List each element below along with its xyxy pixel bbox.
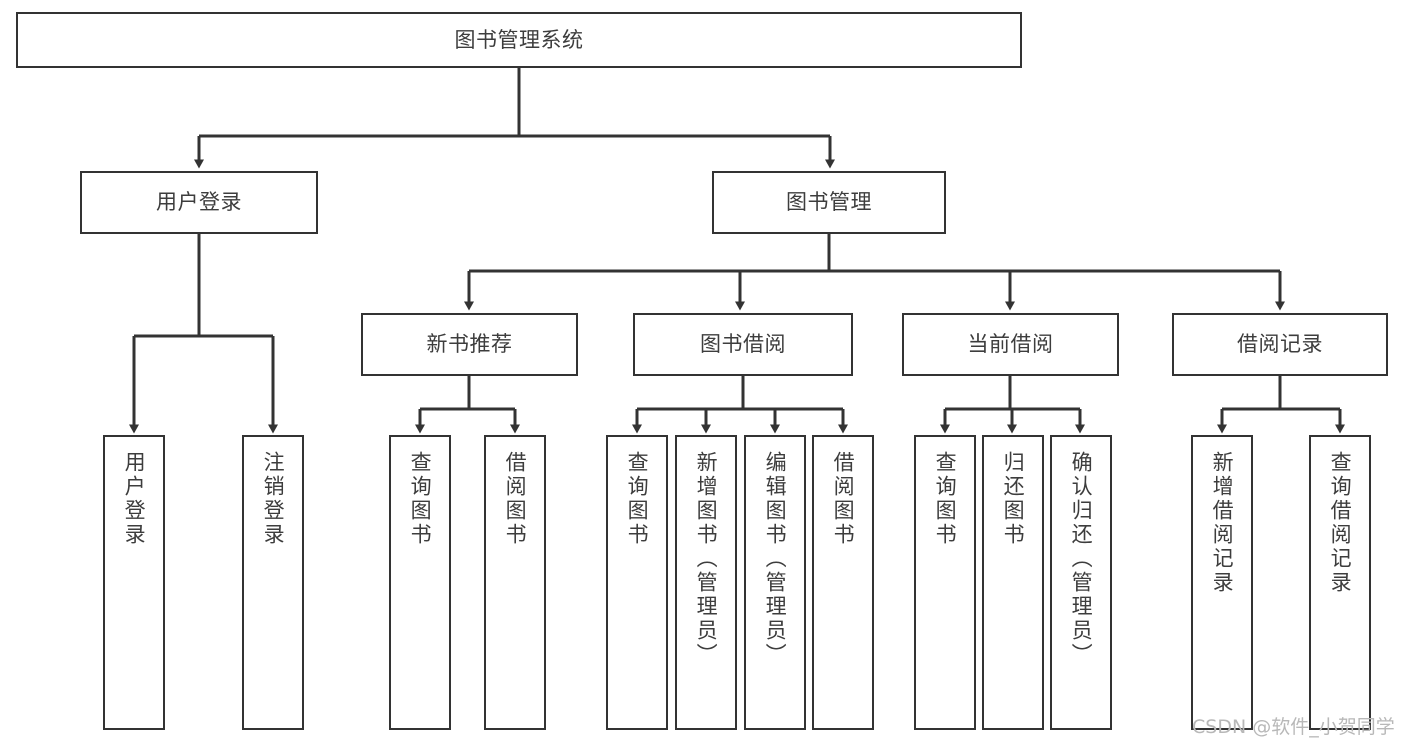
node-label: 图书管理 [786, 190, 872, 215]
leaf-borrow-borrow-book[interactable]: 借阅图书 [812, 435, 874, 730]
node-label: 编辑图书（管理员） [763, 451, 788, 667]
node-borrowing-records[interactable]: 借阅记录 [1172, 313, 1388, 376]
node-label: 归还图书 [1001, 451, 1026, 547]
node-book-borrowing[interactable]: 图书借阅 [633, 313, 853, 376]
node-label: 借阅图书 [831, 451, 856, 547]
leaf-current-return-book[interactable]: 归还图书 [982, 435, 1044, 730]
node-current-borrowing[interactable]: 当前借阅 [902, 313, 1119, 376]
node-label: 查询图书 [625, 451, 650, 547]
node-label: 确认归还（管理员） [1069, 451, 1094, 667]
node-label: 图书管理系统 [454, 27, 584, 52]
node-book-management[interactable]: 图书管理 [712, 171, 946, 234]
node-label: 新增借阅记录 [1210, 451, 1235, 595]
node-label: 图书借阅 [700, 332, 786, 357]
node-label: 借阅记录 [1237, 332, 1323, 357]
leaf-borrow-edit-book-admin[interactable]: 编辑图书（管理员） [744, 435, 806, 730]
node-label: 借阅图书 [503, 451, 528, 547]
leaf-records-add-record[interactable]: 新增借阅记录 [1191, 435, 1253, 730]
csdn-watermark: CSDN @软件_小贺同学 [1192, 716, 1395, 738]
node-new-book-recommendation[interactable]: 新书推荐 [361, 313, 578, 376]
node-label: 查询借阅记录 [1328, 451, 1353, 595]
node-label: 注销登录 [261, 451, 286, 547]
node-label: 新增图书（管理员） [694, 451, 719, 667]
node-label: 用户登录 [122, 451, 147, 547]
leaf-user-login-signin[interactable]: 用户登录 [103, 435, 165, 730]
leaf-current-confirm-return-admin[interactable]: 确认归还（管理员） [1050, 435, 1112, 730]
node-user-login[interactable]: 用户登录 [80, 171, 318, 234]
leaf-borrow-query-book[interactable]: 查询图书 [606, 435, 668, 730]
leaf-new-book-query[interactable]: 查询图书 [389, 435, 451, 730]
node-label: 当前借阅 [967, 332, 1054, 357]
leaf-records-query-record[interactable]: 查询借阅记录 [1309, 435, 1371, 730]
leaf-current-query-book[interactable]: 查询图书 [914, 435, 976, 730]
leaf-user-login-signout[interactable]: 注销登录 [242, 435, 304, 730]
node-label: 新书推荐 [426, 332, 513, 357]
leaf-borrow-add-book-admin[interactable]: 新增图书（管理员） [675, 435, 737, 730]
node-label: 查询图书 [933, 451, 958, 547]
leaf-new-book-borrow[interactable]: 借阅图书 [484, 435, 546, 730]
node-label: 用户登录 [156, 190, 242, 215]
node-root-book-management-system[interactable]: 图书管理系统 [16, 12, 1022, 68]
node-label: 查询图书 [408, 451, 433, 547]
